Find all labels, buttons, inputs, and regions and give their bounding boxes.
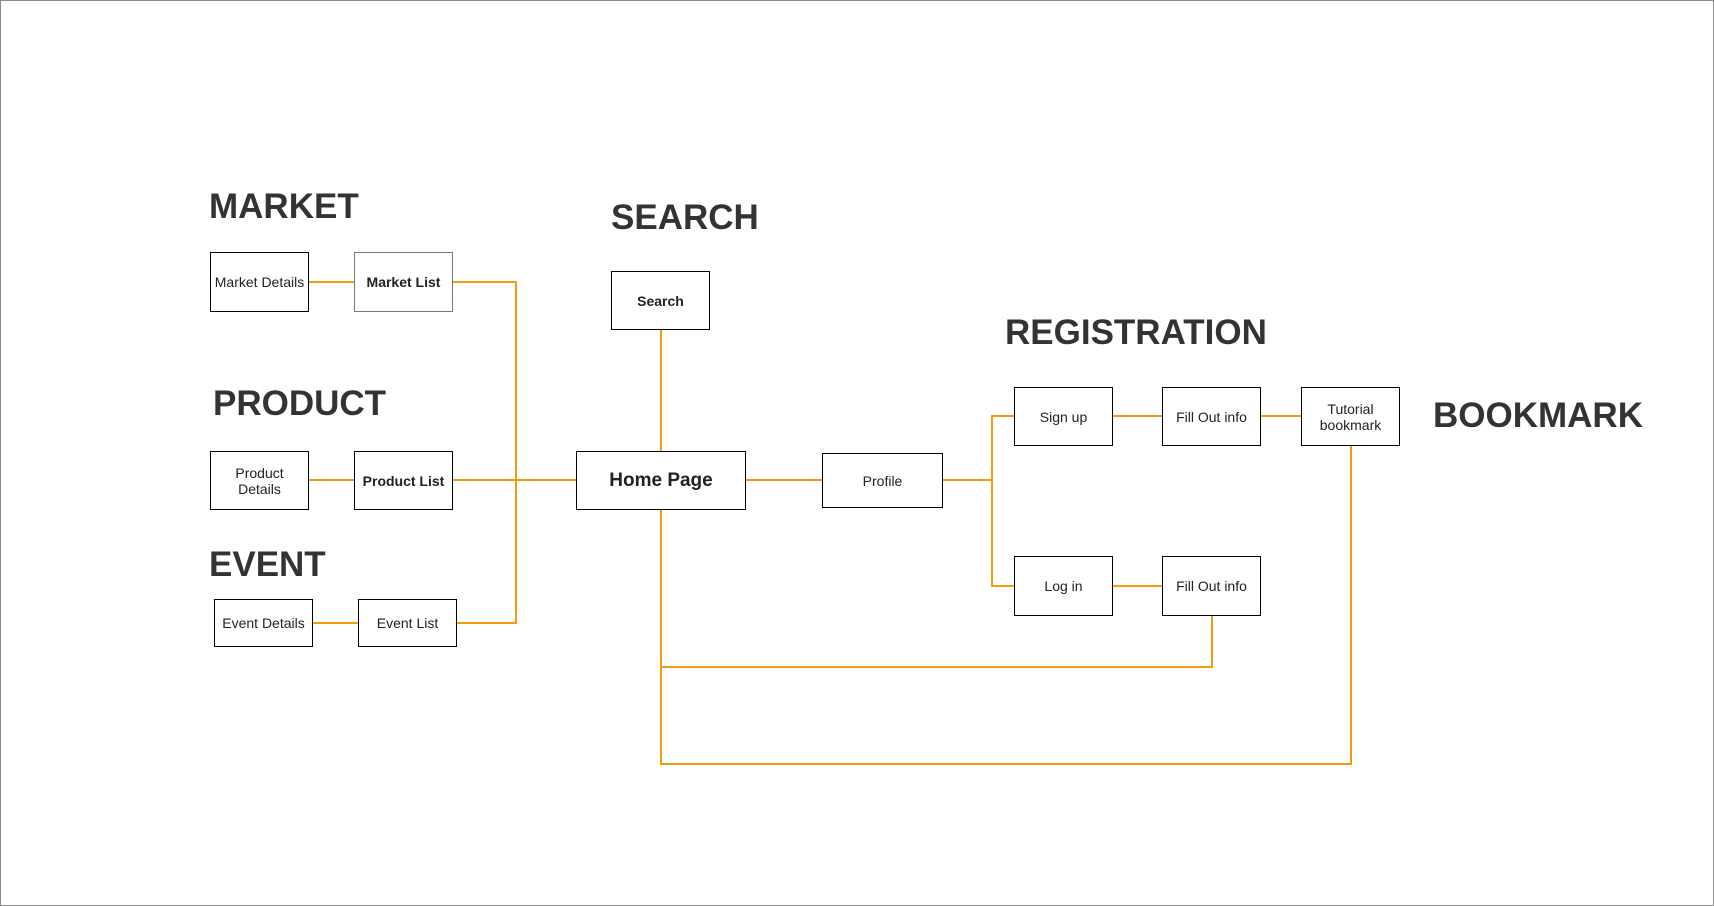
node-home-page[interactable]: Home Page [576,451,746,510]
heading-bookmark: BOOKMARK [1433,396,1643,435]
connector-market-list-to-bus [453,281,517,480]
connector-branch-to-signup [991,415,1014,480]
heading-market: MARKET [209,187,359,226]
node-market-list[interactable]: Market List [354,252,453,312]
node-fill-out-info-signup[interactable]: Fill Out info [1162,387,1261,446]
node-event-list[interactable]: Event List [358,599,457,647]
node-tutorial-bookmark[interactable]: Tutorial bookmark [1301,387,1400,446]
node-sign-up[interactable]: Sign up [1014,387,1113,446]
node-search[interactable]: Search [611,271,710,330]
connector-home-loop-login-fillout [660,509,1213,668]
node-log-in[interactable]: Log in [1014,556,1113,616]
heading-product: PRODUCT [213,384,387,423]
node-profile[interactable]: Profile [822,453,943,508]
node-market-details[interactable]: Market Details [210,252,309,312]
heading-event: EVENT [209,545,326,584]
heading-registration: REGISTRATION [1005,313,1267,352]
connector-group [309,281,1352,765]
node-product-list[interactable]: Product List [354,451,453,510]
heading-search: SEARCH [611,198,759,237]
connector-event-list-to-bus [457,480,517,624]
node-fill-out-info-login[interactable]: Fill Out info [1162,556,1261,616]
node-product-details[interactable]: Product Details [210,451,309,510]
node-event-details[interactable]: Event Details [214,599,313,647]
connector-branch-to-login [991,480,1014,587]
connector-home-loop-tutorial [660,446,1352,765]
